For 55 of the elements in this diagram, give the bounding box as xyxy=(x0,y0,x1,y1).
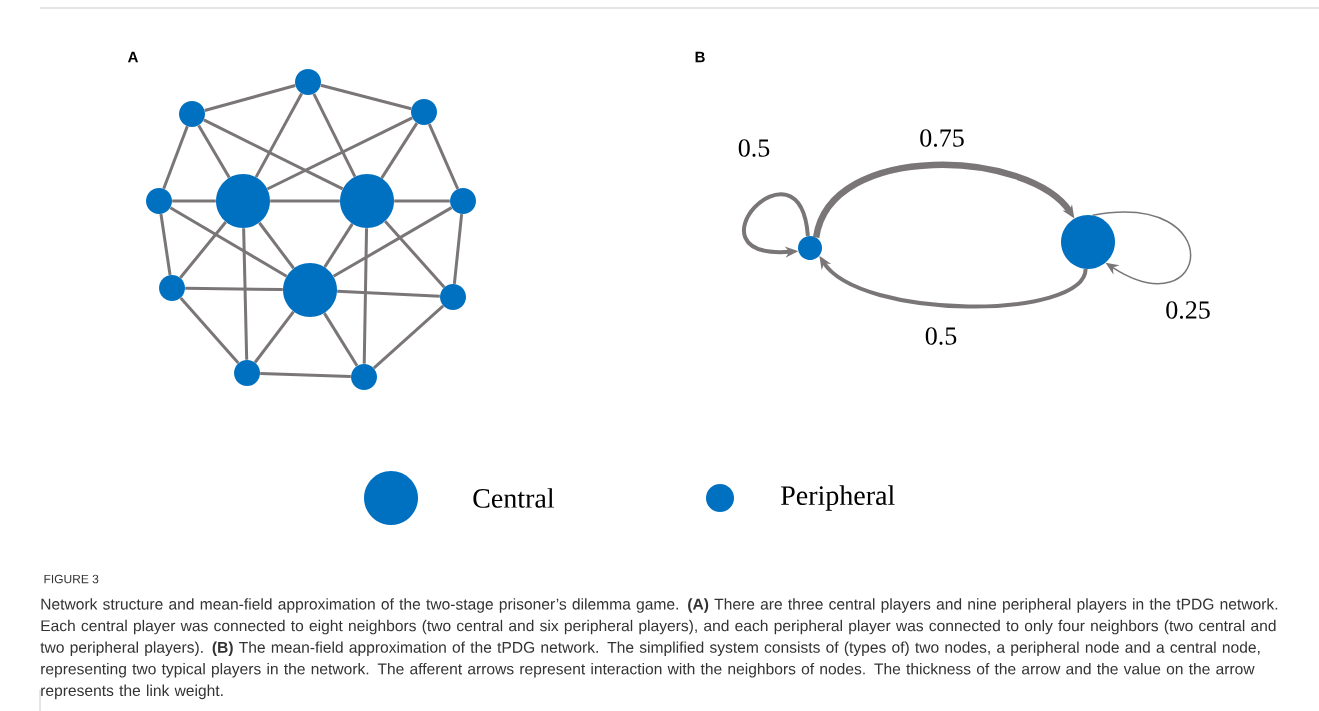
edge-label: 0.25 xyxy=(1166,301,1210,319)
edge-line xyxy=(179,221,227,279)
edge-line xyxy=(452,213,464,285)
node-circle xyxy=(146,188,172,214)
edge-line xyxy=(260,371,351,379)
node-circle xyxy=(216,174,270,228)
edge-line xyxy=(372,304,445,370)
edge-line xyxy=(270,199,340,203)
edge-line xyxy=(253,310,295,364)
edge-line xyxy=(242,228,249,360)
edge-line xyxy=(312,93,357,178)
edge-line xyxy=(203,118,344,191)
caption: Network structure and mean-field approximation of the two-stage prisoner’s dilemma game. (A) There are three central players and nine peripheral players in the tPDG network. Each central player was connected to eight neighbors (two central and six peripheral players), and each peripheral player was connected to only four neighbors (two central and two peripheral players). (B) The mean-field approximation of the tPDG network. The simplified system consists of (types of) two nodes, a peripheral node and a central node, representing two typical players in the network. The afferent arrows represent interaction with the neighbors of nodes. The thickness of the arrow and the value on the arrow represents the link weight. xyxy=(40,598,1278,700)
edge-line xyxy=(172,199,216,203)
panel-letter: A xyxy=(127,51,138,63)
node-circle xyxy=(798,236,822,260)
edge-line xyxy=(427,123,460,190)
node-circle xyxy=(179,101,205,127)
figure-label: FIGURE 3 xyxy=(44,574,99,584)
node-circle xyxy=(351,364,377,390)
node-circle xyxy=(340,174,394,228)
node-circle xyxy=(1061,215,1115,269)
edge-line xyxy=(332,206,453,278)
edge-line xyxy=(179,296,240,365)
node-circle xyxy=(159,275,185,301)
node-circle xyxy=(295,69,321,95)
edge-line xyxy=(380,122,419,179)
edge-line xyxy=(204,84,296,112)
edge-line xyxy=(258,221,295,270)
edge-line xyxy=(362,228,369,364)
edge-line xyxy=(159,213,172,276)
edge-label: 0.75 xyxy=(920,129,964,147)
edge-line xyxy=(169,206,288,278)
edge-line xyxy=(162,125,189,190)
arrow xyxy=(1092,211,1192,285)
panel-letter: B xyxy=(695,51,705,63)
edge-line xyxy=(323,223,354,268)
edge-line xyxy=(337,289,440,298)
legend-label: Central xyxy=(473,488,555,508)
edge-line xyxy=(266,116,413,191)
edge-line xyxy=(394,199,450,203)
node-circle xyxy=(411,99,437,125)
edge-line xyxy=(197,124,231,179)
edge-label: 0.5 xyxy=(738,139,770,157)
edge-line xyxy=(320,83,412,111)
edge-line xyxy=(254,92,303,178)
node-circle xyxy=(283,263,337,317)
node-circle xyxy=(234,360,260,386)
edge-line xyxy=(323,312,359,367)
legend-label: Peripheral xyxy=(781,485,895,511)
node-circle xyxy=(450,188,476,214)
edge-line xyxy=(384,220,446,289)
node-circle xyxy=(440,284,466,310)
edge-label: 0.5 xyxy=(925,327,957,345)
edge-line xyxy=(185,286,283,292)
